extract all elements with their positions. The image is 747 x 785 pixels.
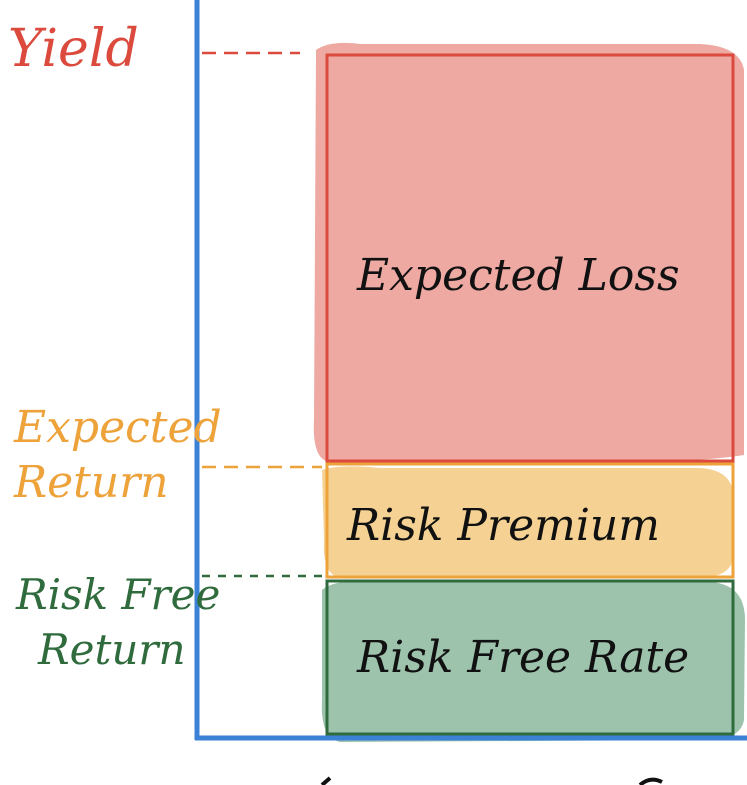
expected-loss-block: Expected Loss [313, 42, 744, 463]
risk-free-rate-fill [321, 581, 745, 742]
risk-free-return-label-line2: Return [37, 625, 186, 674]
expected-loss-fill [313, 42, 744, 462]
risk-free-rate-outline [325, 579, 735, 736]
risk-free-rate-label: Risk Free Rate [356, 632, 689, 683]
risk-premium-outline [325, 462, 735, 579]
risk-premium-block: Risk Premium [322, 462, 735, 579]
cropped-mark-left [320, 776, 332, 785]
risk-premium-fill [322, 466, 734, 578]
yield-label: Yield [8, 19, 139, 79]
risk-free-rate-block: Risk Free Rate [321, 579, 745, 742]
expected-return-label-line1: Expected [13, 402, 222, 453]
expected-return-label-line2: Return [13, 457, 169, 508]
risk-free-return-label-line1: Risk Free [15, 570, 220, 619]
cropped-mark-right [638, 777, 663, 785]
expected-loss-outline [325, 53, 735, 463]
risk-premium-label: Risk Premium [346, 500, 660, 551]
expected-loss-label: Expected Loss [356, 250, 680, 301]
